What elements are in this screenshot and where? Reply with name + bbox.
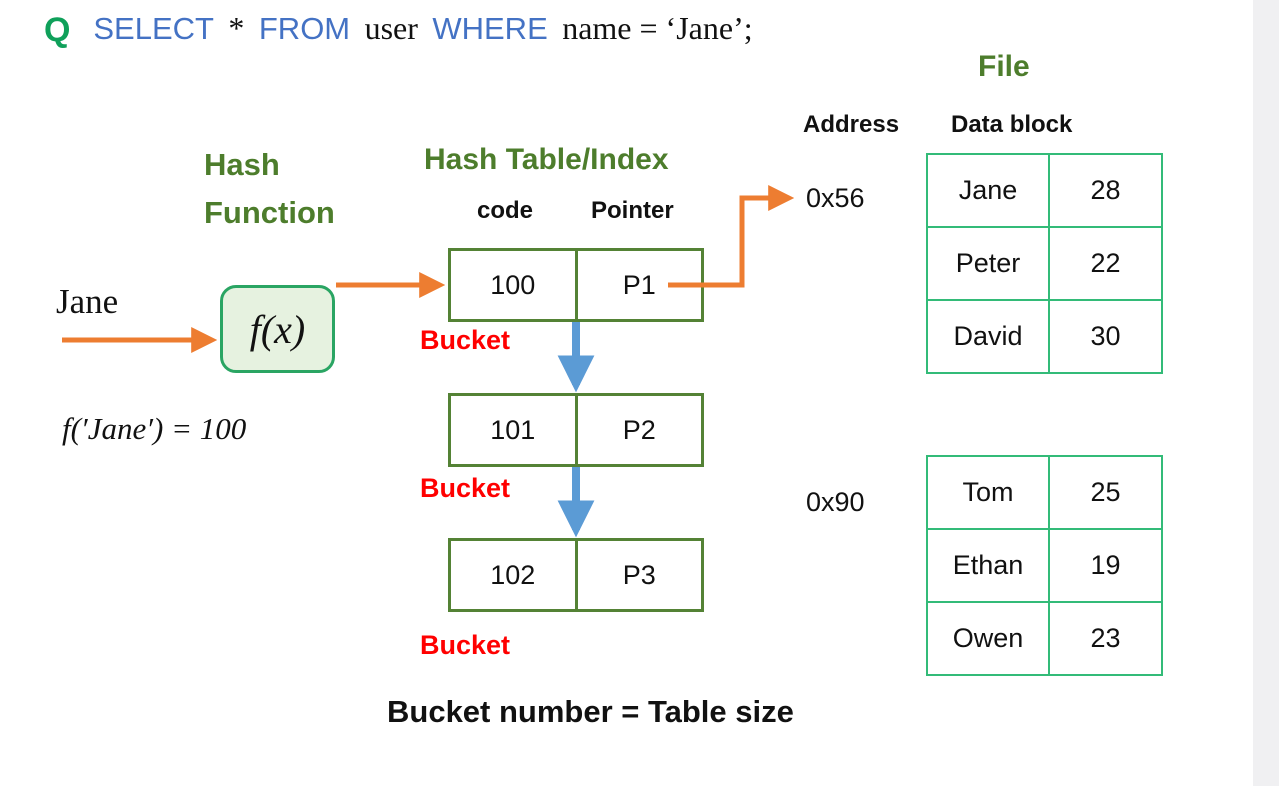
bucket-row-2[interactable]: 102 P3 bbox=[448, 538, 704, 612]
bucket-pointer-1: P2 bbox=[622, 414, 656, 445]
data-name-1-1: Ethan bbox=[928, 530, 1050, 601]
sql-predicate: name = ‘Jane’; bbox=[562, 10, 753, 46]
bucket-pointer-0: P1 bbox=[622, 269, 656, 300]
bucket-label-1: Bucket bbox=[420, 473, 511, 503]
bucket-row-1[interactable]: 101 P2 bbox=[448, 393, 704, 467]
address-value-0: 0x56 bbox=[806, 183, 865, 213]
address-column-header: Address bbox=[803, 111, 900, 138]
data-name-1-2: Owen bbox=[928, 603, 1050, 674]
hash-function-title-line1: Hash bbox=[204, 147, 280, 182]
hash-table-title: Hash Table/Index bbox=[424, 143, 669, 176]
file-title: File bbox=[978, 50, 1030, 83]
data-block-0: Jane 28 Peter 22 David 30 bbox=[926, 153, 1163, 374]
data-block-1: Tom 25 Ethan 19 Owen 23 bbox=[926, 455, 1163, 676]
data-value-1-1: 19 bbox=[1090, 550, 1121, 580]
sql-keyword-where: WHERE bbox=[432, 11, 548, 46]
column-header-code: code bbox=[477, 197, 534, 224]
hash-equation: f(′Jane′) = 100 bbox=[62, 411, 247, 446]
bucket-code-2: 102 bbox=[451, 541, 578, 609]
address-value-1: 0x90 bbox=[806, 487, 865, 517]
data-block-row: Ethan 19 bbox=[928, 530, 1161, 603]
data-name-0-2: David bbox=[928, 301, 1050, 372]
bucket-code-0: 100 bbox=[451, 251, 578, 319]
bucket-code-1: 101 bbox=[451, 396, 578, 464]
data-block-row: Jane 28 bbox=[928, 155, 1161, 228]
data-block-row: Tom 25 bbox=[928, 457, 1161, 530]
data-value-1-0: 25 bbox=[1090, 477, 1121, 507]
data-value-1-2: 23 bbox=[1090, 623, 1121, 653]
data-name-1-0: Tom bbox=[928, 457, 1050, 528]
datablock-column-header: Data block bbox=[951, 111, 1073, 138]
bucket-row-0[interactable]: 100 P1 bbox=[448, 248, 704, 322]
question-marker: Q bbox=[44, 11, 71, 49]
sql-keyword-from: FROM bbox=[258, 11, 351, 46]
diagram-caption: Bucket number = Table size bbox=[387, 694, 794, 729]
data-value-0-1: 22 bbox=[1090, 248, 1121, 278]
column-header-pointer: Pointer bbox=[591, 197, 674, 224]
data-name-0-0: Jane bbox=[928, 155, 1050, 226]
data-block-row: Owen 23 bbox=[928, 603, 1161, 674]
bucket-label-0: Bucket bbox=[420, 325, 511, 355]
data-block-row: Peter 22 bbox=[928, 228, 1161, 301]
bucket-label-2: Bucket bbox=[420, 630, 511, 660]
data-name-0-1: Peter bbox=[928, 228, 1050, 299]
bucket-pointer-2: P3 bbox=[622, 559, 656, 590]
hash-function-box: f(x) bbox=[220, 285, 335, 373]
right-edge-strip bbox=[1253, 0, 1279, 786]
sql-table-name: user bbox=[364, 10, 418, 46]
data-value-0-0: 28 bbox=[1090, 175, 1121, 205]
sql-keyword-select: SELECT bbox=[93, 11, 214, 46]
sql-query-line: Q SELECT * FROM user WHERE name = ‘Jane’… bbox=[44, 12, 763, 47]
hash-function-title-line2: Function bbox=[204, 195, 335, 230]
input-key-label: Jane bbox=[56, 282, 119, 321]
data-value-0-2: 30 bbox=[1090, 321, 1121, 351]
data-block-row: David 30 bbox=[928, 301, 1161, 372]
sql-star: * bbox=[228, 10, 245, 46]
hash-function-expression: f(x) bbox=[249, 306, 306, 352]
